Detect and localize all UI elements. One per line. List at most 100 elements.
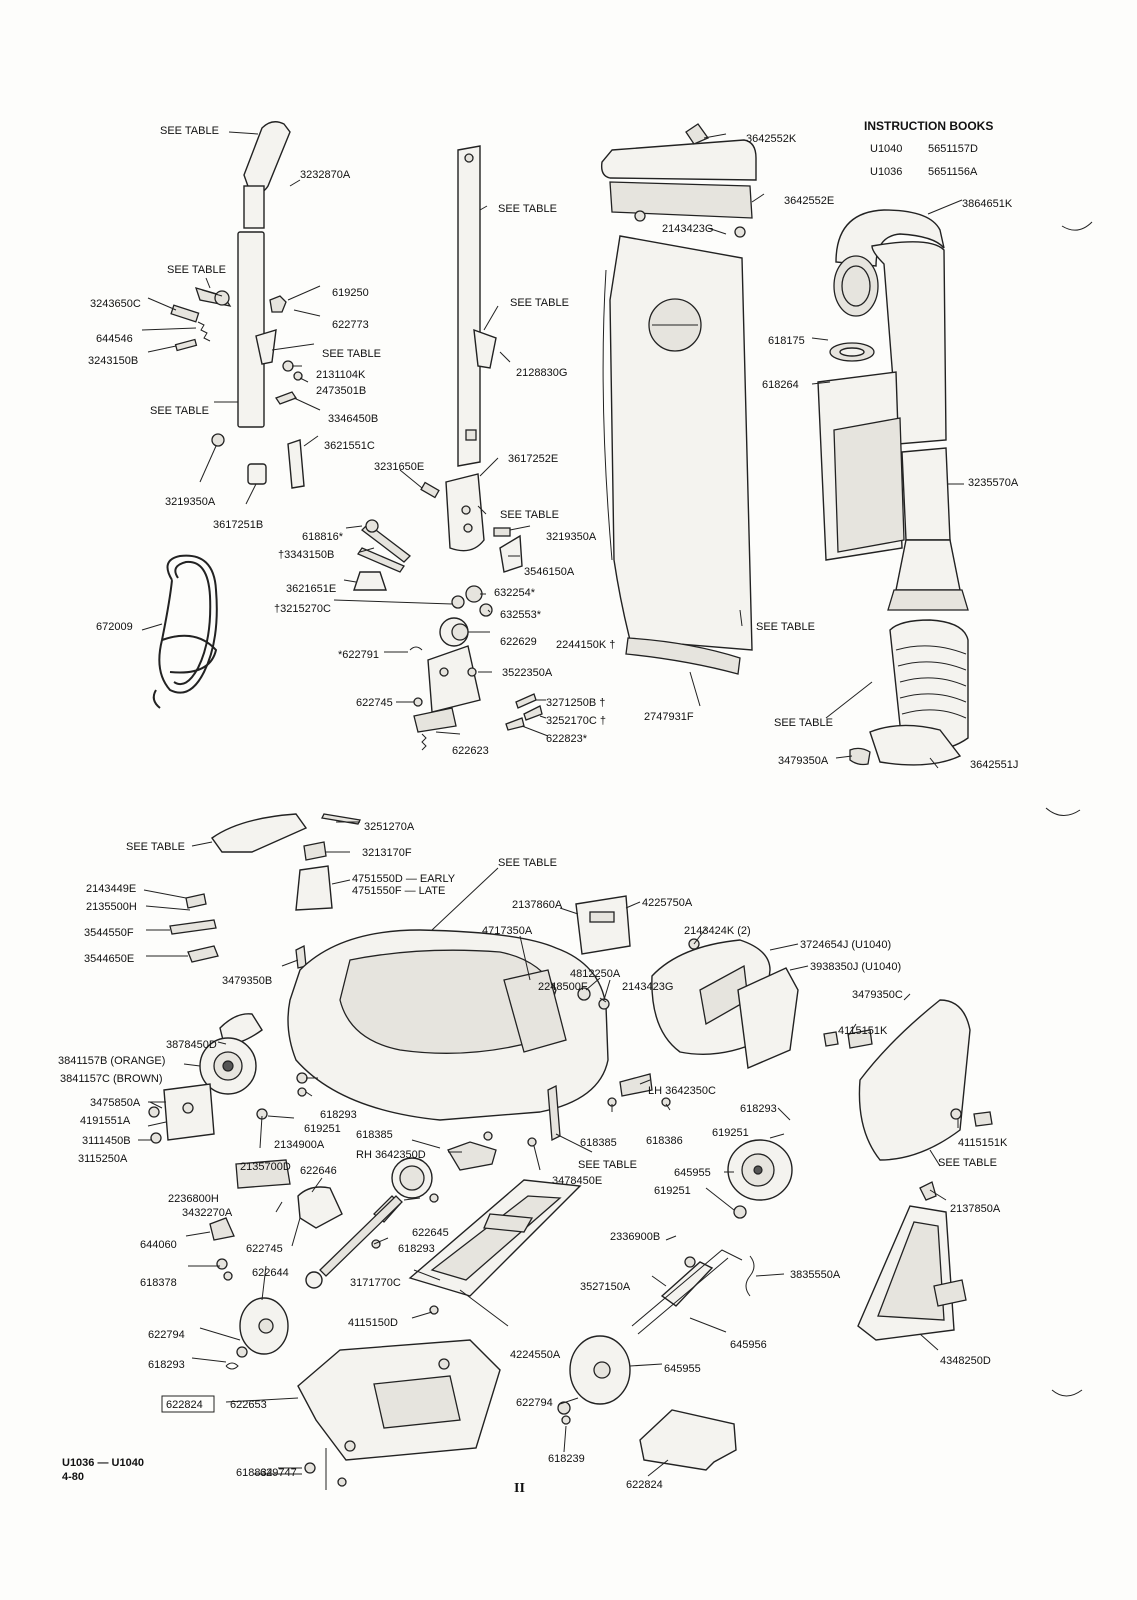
part-label: SEE TABLE <box>756 621 815 633</box>
page-footer: U1036 — U1040 4-80 II <box>62 1457 525 1496</box>
part-label: 3346450B <box>328 413 378 425</box>
part-label: 3213170F <box>362 847 412 859</box>
boxed-part-number: 622824 <box>161 1395 215 1413</box>
part-label: 2137860A <box>512 899 563 911</box>
part-label: 2143424K (2) <box>684 925 751 937</box>
part-label: 4115151K <box>958 1137 1008 1149</box>
part-label: 3938350J (U1040) <box>810 961 901 973</box>
part-label: 622629 <box>500 636 537 648</box>
part-label: 3841157B (ORANGE) <box>58 1055 165 1067</box>
part-label: SEE TABLE <box>167 264 226 276</box>
part-label: 2143423G <box>662 223 713 235</box>
part-label: 622645 <box>412 1227 449 1239</box>
part-label: 619251 <box>304 1123 341 1135</box>
part-label: 4225750A <box>642 897 693 909</box>
part-label: 3617252E <box>508 453 558 465</box>
part-label: 4115151K <box>838 1025 888 1037</box>
part-label: 622794 <box>148 1329 185 1341</box>
part-label: 3111450B <box>82 1135 131 1147</box>
part-label: 632254* <box>494 587 536 599</box>
part-label: SEE TABLE <box>498 203 557 215</box>
part-label: 618385 <box>356 1129 393 1141</box>
part-label: SEE TABLE <box>160 125 219 137</box>
part-label: 2135700D <box>240 1161 291 1173</box>
part-label: 618378 <box>140 1277 177 1289</box>
part-number-labels: SEE TABLE 3232870A SEE TABLE 3243650C 61… <box>58 125 1019 1491</box>
part-label: LH 3642350C <box>648 1085 716 1097</box>
part-label: 622823* <box>546 733 588 745</box>
part-label: 644546 <box>96 333 133 345</box>
part-label: 2128830G <box>516 367 567 379</box>
part-label: *622791 <box>338 649 379 661</box>
part-label: 622623 <box>452 745 489 757</box>
part-label: 622646 <box>300 1165 337 1177</box>
part-label: 3642552E <box>784 195 834 207</box>
part-label: 3235570A <box>968 477 1019 489</box>
part-label: 3243150B <box>88 355 138 367</box>
part-label: 3724654J (U1040) <box>800 939 891 951</box>
part-label: 4191551A <box>80 1115 131 1127</box>
part-label: 622824 <box>626 1479 663 1491</box>
part-label: 3243650C <box>90 298 141 310</box>
part-label: SEE TABLE <box>500 509 559 521</box>
part-label: 3835550A <box>790 1269 841 1281</box>
part-label: SEE TABLE <box>578 1159 637 1171</box>
part-label: 622745 <box>246 1243 283 1255</box>
part-label: 3432270A <box>182 1207 233 1219</box>
part-label: 622644 <box>252 1267 289 1279</box>
part-label: 2473501B <box>316 385 366 397</box>
binding-marks <box>1045 221 1093 1397</box>
part-label: 618293 <box>148 1359 185 1371</box>
part-label: 2135500H <box>86 901 137 913</box>
bag-assembly-illustration <box>600 123 757 675</box>
part-label: SEE TABLE <box>498 857 557 869</box>
part-label: 3544650E <box>84 953 134 965</box>
pivot-parts-illustration <box>353 519 543 751</box>
part-label: 645955 <box>664 1363 701 1375</box>
part-label: 4751550F — LATE <box>352 885 445 897</box>
part-label: 3621551C <box>324 440 375 452</box>
part-label: SEE TABLE <box>510 297 569 309</box>
part-label: 2244150K † <box>556 639 615 651</box>
part-label: 3878450D <box>166 1039 217 1051</box>
part-label: 4751550D — EARLY <box>352 873 456 885</box>
base-and-wheels-illustration <box>209 1073 967 1490</box>
part-label: 3219350A <box>546 531 597 543</box>
part-label: 618293 <box>320 1109 357 1121</box>
part-label: RH 3642350D <box>356 1149 426 1161</box>
part-label: 3475850A <box>90 1097 141 1109</box>
part-label: 3478450E <box>552 1175 602 1187</box>
cord-illustration <box>152 554 218 709</box>
instruction-book-model: U1036 <box>870 166 902 178</box>
part-label: 618175 <box>768 335 805 347</box>
boxed-part-label: 622824 <box>166 1399 203 1411</box>
instruction-book-number: 5651156A <box>928 166 978 178</box>
handle-assembly-illustration <box>170 121 305 489</box>
part-label: 2134900A <box>274 1139 325 1151</box>
part-label: 3271250B † <box>546 697 605 709</box>
part-label: 618816* <box>302 531 344 543</box>
part-label: 3231650E <box>374 461 424 473</box>
part-label: 4348250D <box>940 1355 991 1367</box>
part-label: 3621651E <box>286 583 336 595</box>
part-label: 2236800H <box>168 1193 219 1205</box>
part-label: 622653 <box>230 1399 267 1411</box>
part-label: 3617251B <box>213 519 263 531</box>
part-label: SEE TABLE <box>126 841 185 853</box>
part-label: 622745 <box>356 697 393 709</box>
part-label: 618386 <box>646 1135 683 1147</box>
part-label: 619251 <box>654 1185 691 1197</box>
part-label: 629747 <box>260 1467 297 1479</box>
part-label: SEE TABLE <box>150 405 209 417</box>
part-label: 622794 <box>516 1397 553 1409</box>
part-label: 645956 <box>730 1339 767 1351</box>
part-label: 645955 <box>674 1167 711 1179</box>
footer-date: 4-80 <box>62 1471 84 1483</box>
part-label: 3171770C <box>350 1277 401 1289</box>
part-label: 618385 <box>580 1137 617 1149</box>
part-label: 3841157C (BROWN) <box>60 1073 163 1085</box>
instruction-book-number: 5651157D <box>928 143 978 155</box>
part-label: 619251 <box>712 1127 749 1139</box>
part-label: 618264 <box>762 379 799 391</box>
